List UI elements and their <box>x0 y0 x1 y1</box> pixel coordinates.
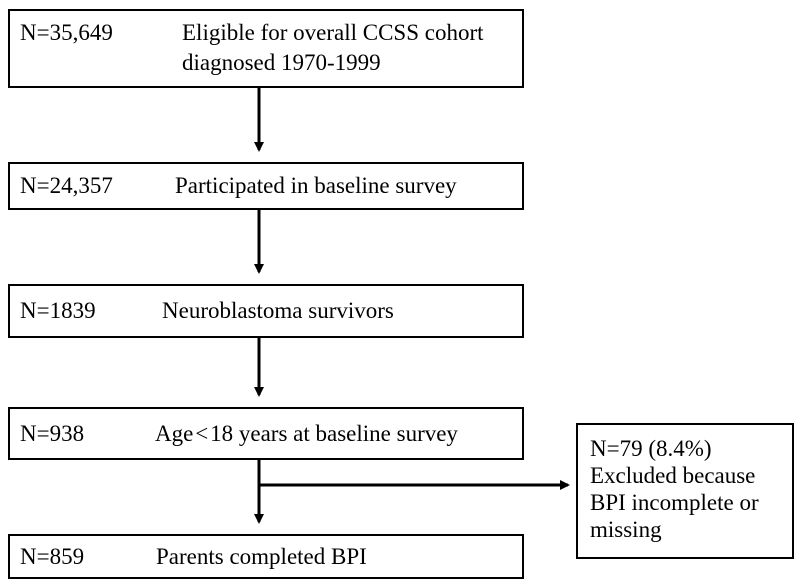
excluded-reason-line2: BPI incomplete or <box>590 490 759 515</box>
step-description: Participated in baseline survey <box>175 173 457 198</box>
step-count: N=1839 <box>20 298 96 323</box>
excluded-count: N=79 (8.4%) <box>590 436 712 461</box>
step-description: Neuroblastoma survivors <box>162 298 394 323</box>
flow-box-neuroblastoma: N=1839 Neuroblastoma survivors <box>8 284 524 338</box>
flow-box-parents-completed-bpi: N=859 Parents completed BPI <box>8 534 524 579</box>
step-count: N=24,357 <box>20 173 113 198</box>
step-description-line2: diagnosed 1970-1999 <box>182 50 381 75</box>
step-description: Parents completed BPI <box>156 544 367 569</box>
flow-box-baseline-survey: N=24,357 Participated in baseline survey <box>8 162 524 210</box>
step-count: N=35,649 <box>20 20 113 45</box>
step-count: N=859 <box>20 544 85 569</box>
step-description: Eligible for overall CCSS cohort <box>182 20 484 45</box>
step-description: Age < 18 years at baseline survey <box>155 421 458 446</box>
excluded-reason-line3: missing <box>590 517 662 542</box>
step-count: N=938 <box>20 421 85 446</box>
excluded-reason-line1: Excluded because <box>590 463 756 488</box>
flow-box-age-under-18: N=938 Age < 18 years at baseline survey <box>8 407 524 460</box>
flow-box-eligible-cohort: N=35,649 Eligible for overall CCSS cohor… <box>8 9 524 88</box>
excluded-box: N=79 (8.4%) Excluded because BPI incompl… <box>576 423 794 559</box>
